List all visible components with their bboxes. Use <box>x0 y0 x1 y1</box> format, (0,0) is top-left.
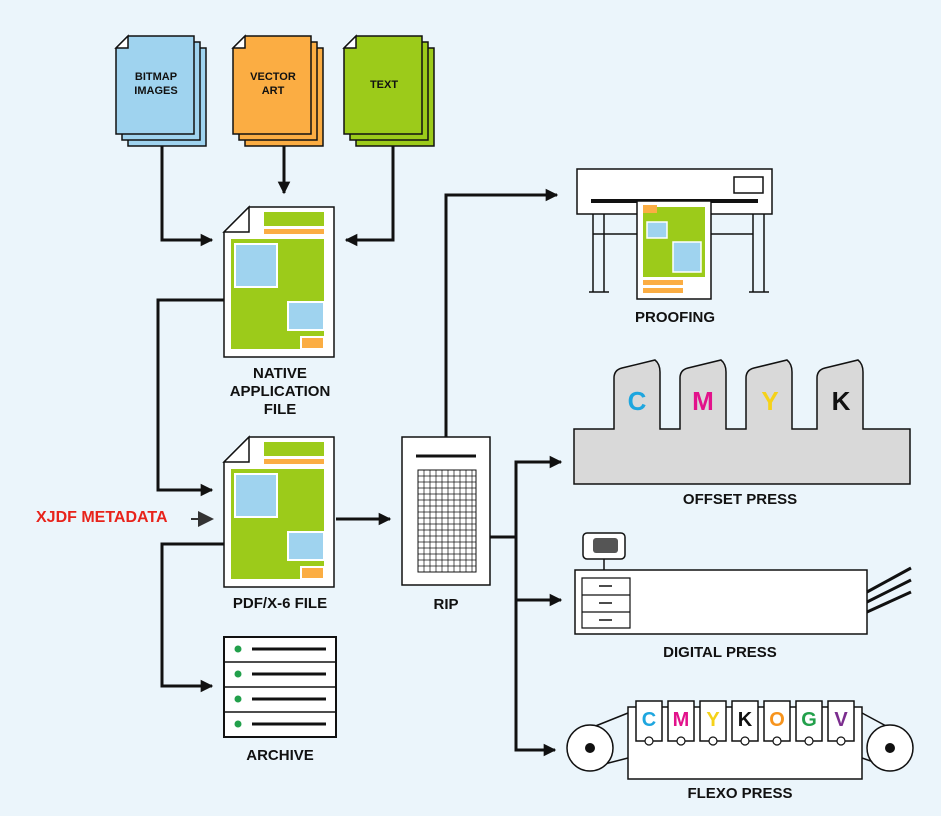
flexo-roller-c <box>644 736 654 746</box>
digital-press-icon <box>574 532 912 635</box>
flexo-roller-v <box>836 736 846 746</box>
arrow-rip-to-flexo <box>514 600 557 757</box>
archive-server-icon <box>223 636 337 738</box>
flow-arrows <box>156 146 563 757</box>
arrow-rip-to-proofing <box>444 188 559 437</box>
rip-box <box>401 436 491 586</box>
arrow-pdf-to-archive <box>160 542 224 693</box>
flexo-ink-c: C <box>641 709 657 731</box>
flexo-ink-k: K <box>737 709 753 731</box>
flexo-roller-o <box>772 736 782 746</box>
flexo-ink-units <box>635 700 855 746</box>
flexo-roller-y <box>708 736 718 746</box>
offset-ink-m: M <box>692 386 714 416</box>
flexo-unit-k <box>731 700 759 742</box>
digital-press-label: DIGITAL PRESS <box>663 644 777 661</box>
arrow-rip-to-digital <box>514 537 563 607</box>
flexo-roller-g <box>804 736 814 746</box>
pdf-x6-file-label: PDF/X-6 FILE <box>232 595 328 612</box>
flexo-roller-m <box>676 736 686 746</box>
arrow-native-to-pdf <box>156 298 224 497</box>
flexo-roller-k <box>740 736 750 746</box>
text-label: TEXT <box>369 79 399 91</box>
text-stack <box>342 34 435 147</box>
flexo-ink-m: M <box>672 709 690 731</box>
offset-ink-c: C <box>627 386 647 416</box>
pdf-x6-document <box>222 435 335 588</box>
arrow-text-to-native <box>344 146 395 247</box>
rip-grid <box>417 469 477 573</box>
arrow-rip-to-offset <box>490 455 563 539</box>
native-application-file-label: NATIVE APPLICATION FILE <box>229 365 331 418</box>
proofing-printer-icon <box>576 168 773 300</box>
flexo-ink-y: Y <box>706 709 720 731</box>
flexo-press-label: FLEXO PRESS <box>687 785 793 802</box>
flexo-ink-o: O <box>769 709 785 731</box>
flexo-press-icon <box>566 700 914 780</box>
proofing-label: PROOFING <box>634 309 715 326</box>
offset-ink-y: Y <box>761 386 779 416</box>
bitmap-images-stack <box>114 34 207 147</box>
offset-ink-k: K <box>831 386 851 416</box>
rip-label: RIP <box>433 596 459 613</box>
offset-press-label: OFFSET PRESS <box>682 491 798 508</box>
xjdf-metadata-label: XJDF METADATA <box>36 509 168 526</box>
flexo-ink-v: V <box>834 709 848 731</box>
offset-press-icon <box>573 359 911 485</box>
native-application-document <box>222 205 335 358</box>
flexo-ink-g: G <box>801 709 817 731</box>
archive-label: ARCHIVE <box>246 747 314 764</box>
arrow-bitmap-to-native <box>160 146 214 247</box>
metadata-arrowhead <box>198 511 214 527</box>
